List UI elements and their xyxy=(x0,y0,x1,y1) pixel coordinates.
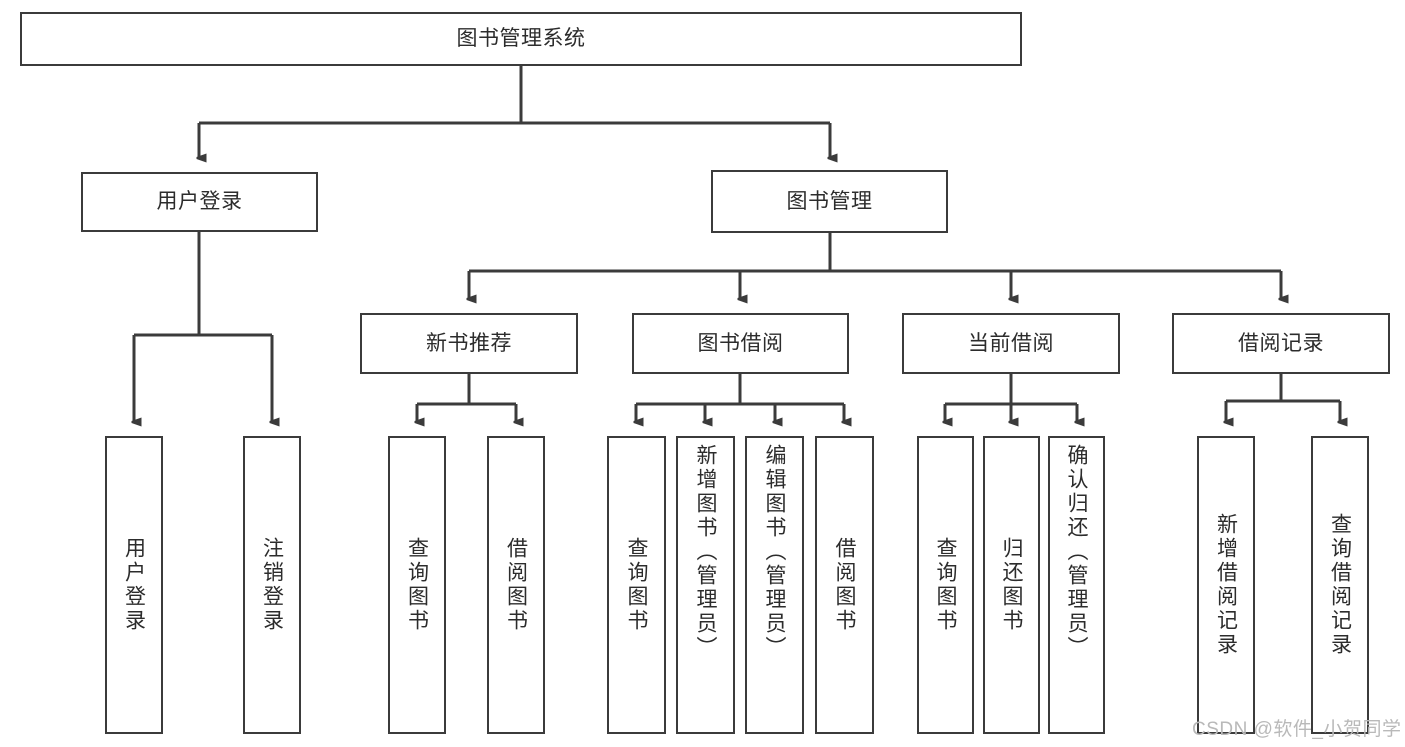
node-label: 新增图书（管理员） xyxy=(694,444,717,660)
csdn-watermark: CSDN @软件_小贺同学 xyxy=(1192,719,1402,740)
node-label: 注销登录 xyxy=(260,537,284,633)
node-current-borrow[interactable]: 当前借阅 xyxy=(902,313,1120,374)
leaf-book-borrow-add[interactable]: 新增图书（管理员） xyxy=(676,436,735,734)
leaf-current-borrow-return[interactable]: 归还图书 xyxy=(983,436,1040,734)
node-label: 新书推荐 xyxy=(426,331,512,355)
node-new-book-recommend[interactable]: 新书推荐 xyxy=(360,313,578,374)
node-user-login[interactable]: 用户登录 xyxy=(81,172,318,232)
node-label: 借阅图书 xyxy=(833,537,856,633)
leaf-book-borrow-query[interactable]: 查询图书 xyxy=(607,436,666,734)
edge-group-borrow-record xyxy=(1226,374,1340,422)
leaf-new-book-query[interactable]: 查询图书 xyxy=(388,436,446,734)
leaf-new-book-borrow[interactable]: 借阅图书 xyxy=(487,436,545,734)
edge-group-book-management xyxy=(469,233,1281,299)
leaf-current-borrow-query[interactable]: 查询图书 xyxy=(917,436,974,734)
node-label: 编辑图书（管理员） xyxy=(763,444,786,660)
node-label: 新增借阅记录 xyxy=(1214,513,1238,657)
edge-group-new-book xyxy=(417,374,516,422)
leaf-user-login-signin[interactable]: 用户登录 xyxy=(105,436,163,734)
node-label: 图书借阅 xyxy=(697,331,784,355)
edge-group-user-login xyxy=(134,232,272,422)
leaf-book-borrow-lend[interactable]: 借阅图书 xyxy=(815,436,874,734)
leaf-user-login-signout[interactable]: 注销登录 xyxy=(243,436,301,734)
edge-group-book-borrow xyxy=(636,374,844,422)
leaf-borrow-record-add[interactable]: 新增借阅记录 xyxy=(1197,436,1255,734)
leaf-current-borrow-confirm-return[interactable]: 确认归还（管理员） xyxy=(1048,436,1105,734)
node-label: 确认归还（管理员） xyxy=(1065,444,1088,660)
edge-group-current-borrow xyxy=(945,374,1077,422)
node-label: 用户登录 xyxy=(156,190,243,214)
node-label: 归还图书 xyxy=(1000,537,1023,633)
node-borrow-record[interactable]: 借阅记录 xyxy=(1172,313,1390,374)
leaf-borrow-record-query[interactable]: 查询借阅记录 xyxy=(1311,436,1369,734)
node-label: 图书管理 xyxy=(786,189,873,213)
node-book-management[interactable]: 图书管理 xyxy=(711,170,948,233)
node-label: 用户登录 xyxy=(122,537,146,633)
node-label: 查询图书 xyxy=(934,537,957,633)
node-label: 当前借阅 xyxy=(968,331,1054,355)
node-root-library-system[interactable]: 图书管理系统 xyxy=(20,12,1022,66)
edge-group-root xyxy=(199,66,830,158)
node-label: 借阅记录 xyxy=(1238,331,1324,355)
node-label: 借阅图书 xyxy=(504,537,528,633)
node-label: 查询图书 xyxy=(625,537,648,633)
node-label: 查询图书 xyxy=(405,537,429,633)
node-label: 查询借阅记录 xyxy=(1328,513,1352,657)
node-label: 图书管理系统 xyxy=(456,27,586,51)
node-book-borrow[interactable]: 图书借阅 xyxy=(632,313,849,374)
leaf-book-borrow-edit[interactable]: 编辑图书（管理员） xyxy=(745,436,804,734)
